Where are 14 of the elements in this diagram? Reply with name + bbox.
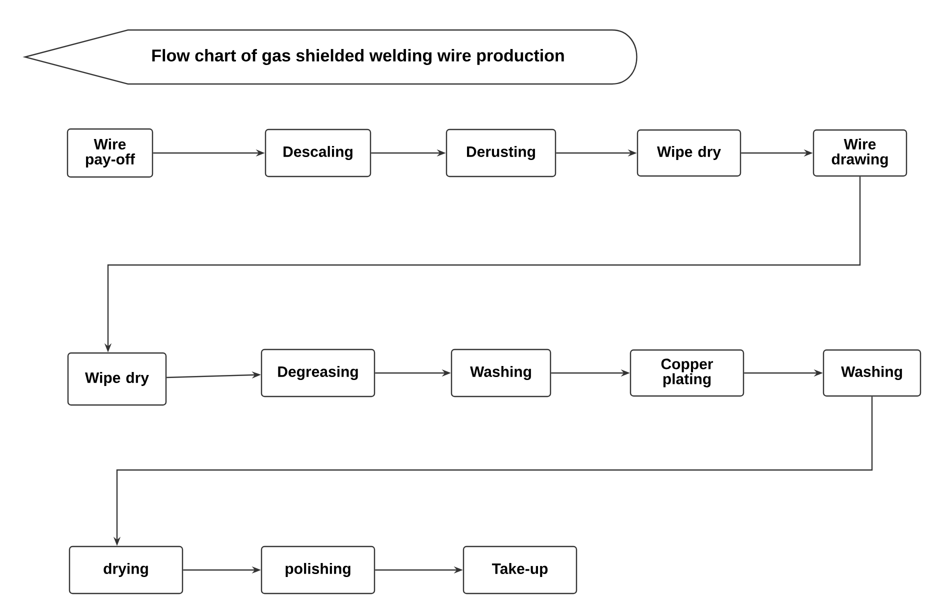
process-box: Degreasing	[260, 348, 376, 398]
process-box: Wipe dry	[636, 129, 742, 177]
process-box: polishing	[260, 546, 376, 594]
process-box: Wipe dry	[67, 352, 167, 406]
process-box: Copper plating	[630, 349, 744, 397]
process-box: Wire pay-off	[66, 128, 154, 178]
process-box: Washing	[450, 348, 552, 398]
process-box: Derusting	[446, 128, 556, 178]
title-banner: Flow chart of gas shielded welding wire production	[24, 29, 638, 85]
process-box: Take-up	[462, 546, 578, 594]
process-box: Wire drawing	[812, 129, 908, 177]
process-box: Washing	[822, 349, 922, 397]
process-box: drying	[68, 546, 184, 594]
process-box: Descaling	[264, 128, 372, 178]
